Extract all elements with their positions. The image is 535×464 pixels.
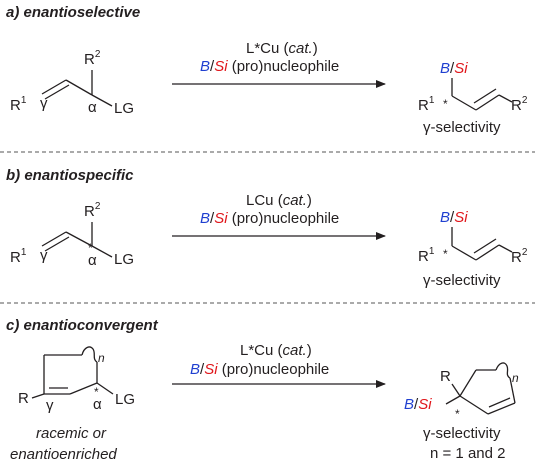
gamma-label: γ [40, 247, 48, 264]
conditions-a: L*Cu (cat.) B/Si (pro)nucleophile [172, 40, 386, 88]
r1-label: R1 [418, 246, 435, 265]
stereocenter-star: * [443, 97, 448, 111]
reagent-label: B/Si (pro)nucleophile [200, 210, 339, 227]
r-label: R [440, 368, 451, 385]
catalyst-label: LCu (cat.) [246, 192, 312, 209]
product-a: B/Si R1 * R2 γ-selectivity [418, 60, 528, 136]
selectivity-label: γ-selectivity [423, 425, 501, 442]
stereocenter-star: * [443, 247, 448, 261]
selectivity-label: γ-selectivity [423, 119, 501, 136]
heading-enantioselective: a) enantioselective [6, 4, 141, 21]
substrate-b: R1 γ R2 * α LG [10, 201, 134, 269]
catalyst-label: L*Cu (cat.) [246, 40, 318, 57]
boryl-silyl-label: B/Si [440, 209, 468, 226]
alpha-label: α [93, 396, 102, 413]
substrate-note-2: enantioenriched [10, 446, 117, 463]
product-b: B/Si R1 * R2 γ-selectivity [418, 209, 528, 289]
catalyst-label: L*Cu (cat.) [240, 342, 312, 359]
substrate-c: R n γ * α LG racemic or enantioenriched [10, 346, 135, 463]
stereocenter-star: * [94, 385, 99, 399]
gamma-label: γ [46, 397, 54, 414]
r2-label: R2 [511, 95, 528, 114]
substrate-a: R1 γ R2 α LG [10, 49, 134, 117]
r1-label: R1 [10, 247, 27, 266]
reagent-label: B/Si (pro)nucleophile [190, 361, 329, 378]
alpha-label: α [88, 99, 97, 116]
reagent-label: B/Si (pro)nucleophile [200, 58, 339, 75]
r2-label: R2 [84, 201, 101, 220]
alpha-label: α [88, 252, 97, 269]
r1-label: R1 [10, 95, 27, 114]
product-c: R B/Si * n γ-selectivity n = 1 and 2 [404, 362, 519, 462]
r2-label: R2 [84, 49, 101, 68]
stereocenter-star: * [88, 241, 93, 255]
selectivity-label: γ-selectivity [423, 272, 501, 289]
heading-enantioconvergent: c) enantioconvergent [6, 317, 158, 334]
boryl-silyl-label: B/Si [440, 60, 468, 77]
r2-label: R2 [511, 247, 528, 266]
n-label: n [98, 351, 105, 365]
conditions-c: L*Cu (cat.) B/Si (pro)nucleophile [172, 342, 386, 388]
boryl-silyl-label: B/Si [404, 396, 432, 413]
lg-label: LG [115, 391, 135, 408]
stereocenter-star: * [455, 407, 460, 421]
r-label: R [18, 390, 29, 407]
lg-label: LG [114, 100, 134, 117]
r1-label: R1 [418, 95, 435, 114]
substrate-note-1: racemic or [36, 425, 107, 442]
gamma-label: γ [40, 95, 48, 112]
n-label: n [512, 371, 519, 385]
conditions-b: LCu (cat.) B/Si (pro)nucleophile [172, 192, 386, 240]
heading-enantiospecific: b) enantiospecific [6, 167, 134, 184]
lg-label: LG [114, 251, 134, 268]
ring-size-note: n = 1 and 2 [430, 445, 505, 462]
